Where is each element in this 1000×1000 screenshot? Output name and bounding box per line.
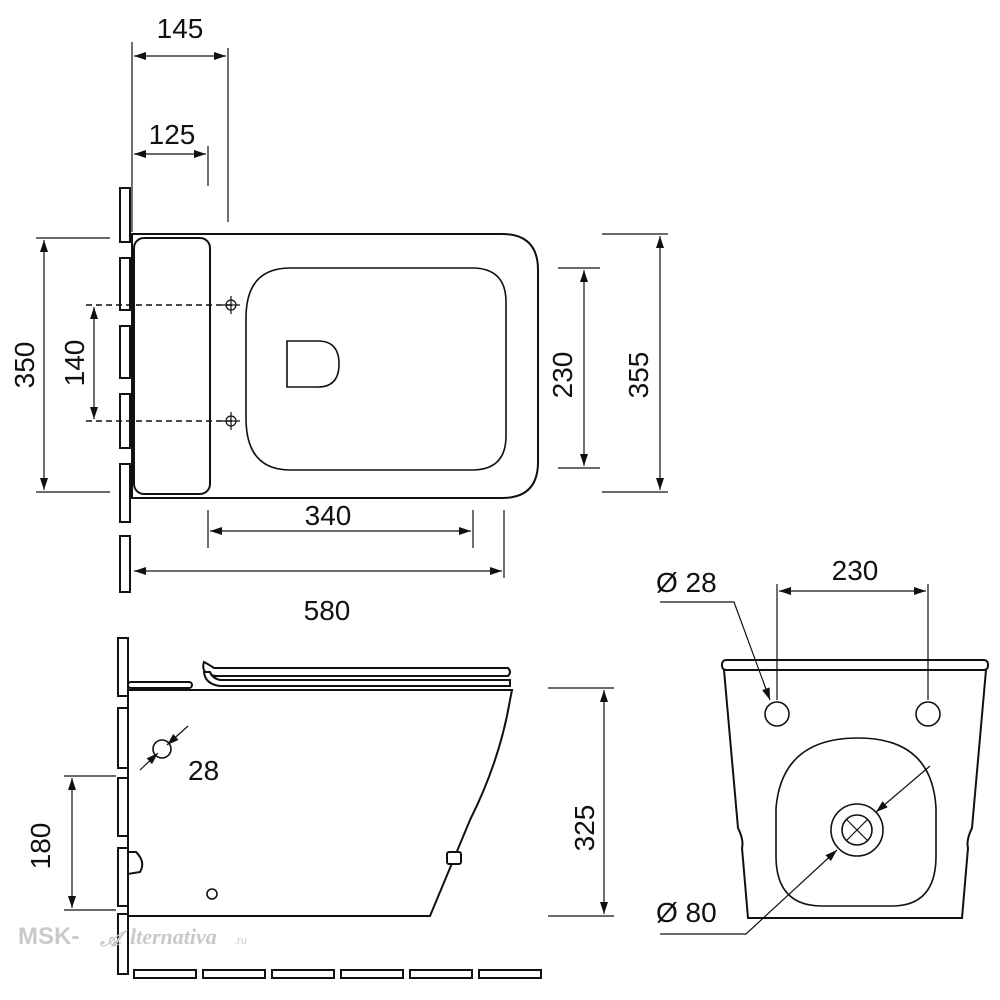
mount-hole-lower [222, 412, 240, 430]
watermark-prefix: MSK- [18, 923, 79, 950]
side-wall [117, 637, 129, 975]
dim-140: 140 [59, 307, 98, 419]
dim-230-top: 230 [547, 267, 600, 469]
dim-d80-front-label: Ø 80 [656, 897, 717, 928]
fixing-bolt [446, 851, 462, 865]
rear-block [133, 237, 211, 495]
dim-140-label: 140 [59, 340, 90, 387]
dim-325-label: 325 [569, 805, 600, 852]
bowl-outline-front [722, 669, 988, 919]
outlet-opening [286, 340, 340, 388]
seat-side [202, 671, 511, 687]
dim-180: 180 [25, 775, 116, 911]
inlet-hole-right [915, 701, 941, 727]
dim-355-label: 355 [623, 352, 654, 399]
dim-125-label: 125 [149, 119, 196, 150]
bowl-opening-front [775, 737, 937, 907]
inlet-hole-side [139, 725, 189, 771]
watermark-logo: MSK- 𝒜 lternativa .ru [18, 923, 247, 951]
outlet-front [830, 803, 884, 857]
dim-580-label: 580 [304, 595, 351, 626]
inlet-hole-left [764, 701, 790, 727]
dim-355: 355 [602, 233, 668, 493]
dim-180-label: 180 [25, 823, 56, 870]
dim-125: 125 [134, 119, 209, 186]
seat-rim-front [721, 659, 989, 671]
dim-350: 350 [9, 237, 110, 493]
dim-d28-front: Ø 28 [656, 567, 771, 701]
dim-28-side-label: 28 [188, 755, 219, 786]
front-view: 230 Ø 28 Ø 80 [656, 555, 989, 935]
dim-340: 340 [207, 500, 474, 548]
watermark-domain: .ru [234, 935, 247, 947]
seat-inner-outline [245, 267, 507, 471]
small-hole [206, 888, 218, 900]
side-view: 28 180 325 [25, 637, 614, 979]
dim-145-label: 145 [157, 13, 204, 44]
dim-145: 145 [131, 13, 229, 232]
top-view: 145 125 350 140 230 [9, 13, 668, 626]
dim-d28-front-label: Ø 28 [656, 567, 717, 598]
outlet-spigot-side [127, 851, 144, 876]
floor-line [133, 969, 542, 979]
seat-lid-side [202, 660, 511, 677]
dim-230-front-label: 230 [832, 555, 879, 586]
dim-340-label: 340 [305, 500, 352, 531]
dim-230-top-label: 230 [547, 352, 578, 399]
dim-230-front: 230 [776, 555, 929, 700]
watermark-script: lternativa [130, 924, 217, 949]
dim-350-label: 350 [9, 342, 40, 389]
mount-hole-upper [222, 296, 240, 314]
bowl-outline-side [127, 689, 514, 917]
dim-580: 580 [134, 510, 505, 626]
seat-hinge [127, 681, 193, 689]
top-wall [119, 187, 131, 593]
dim-d80-front: Ø 80 [656, 765, 931, 935]
dim-325: 325 [548, 687, 614, 917]
